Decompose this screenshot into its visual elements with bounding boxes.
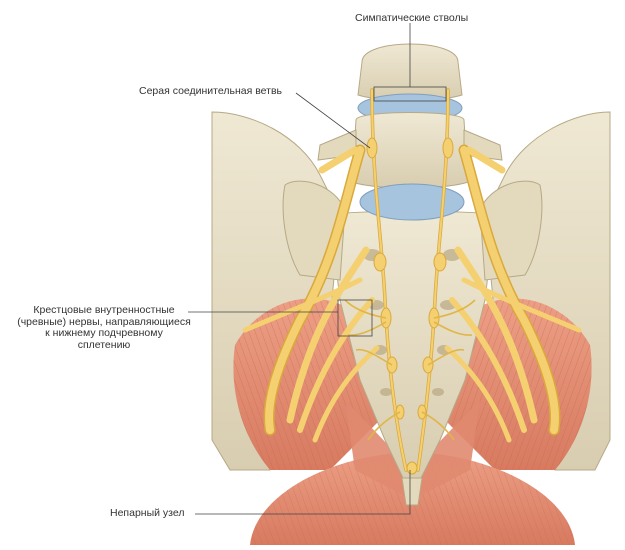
label-sacral-splanchnic-nerves: Крестцовые внутренностные (чревные) нерв… <box>4 304 204 351</box>
label-sacral-splanchnic-line-3: к нижнему подчревному <box>45 327 163 339</box>
sacral-plexus-left <box>242 144 380 443</box>
label-gray-ramus: Серая соединительная ветвь <box>139 85 283 97</box>
lumbosacral-disc <box>359 183 465 221</box>
leader-lines <box>188 23 447 515</box>
coccyx <box>401 477 423 506</box>
coccygeus-muscle <box>345 400 480 500</box>
label-sacral-splanchnic-line-4: сплетению <box>77 338 131 351</box>
label-sympathetic-trunks: Симпатические стволы <box>355 12 469 24</box>
label-ganglion-impar: Непарный узел <box>110 507 185 519</box>
ganglion-impar-shape <box>406 461 418 475</box>
splanchnic-branches <box>344 299 476 441</box>
sacral-plexus-right <box>444 144 582 443</box>
label-sacral-splanchnic-line-2: (чревные) нервы, направляющиеся <box>17 315 191 328</box>
label-sacral-splanchnic-line-1: Крестцовые внутренностные <box>33 304 175 316</box>
sympathetic-trunks <box>370 88 450 472</box>
